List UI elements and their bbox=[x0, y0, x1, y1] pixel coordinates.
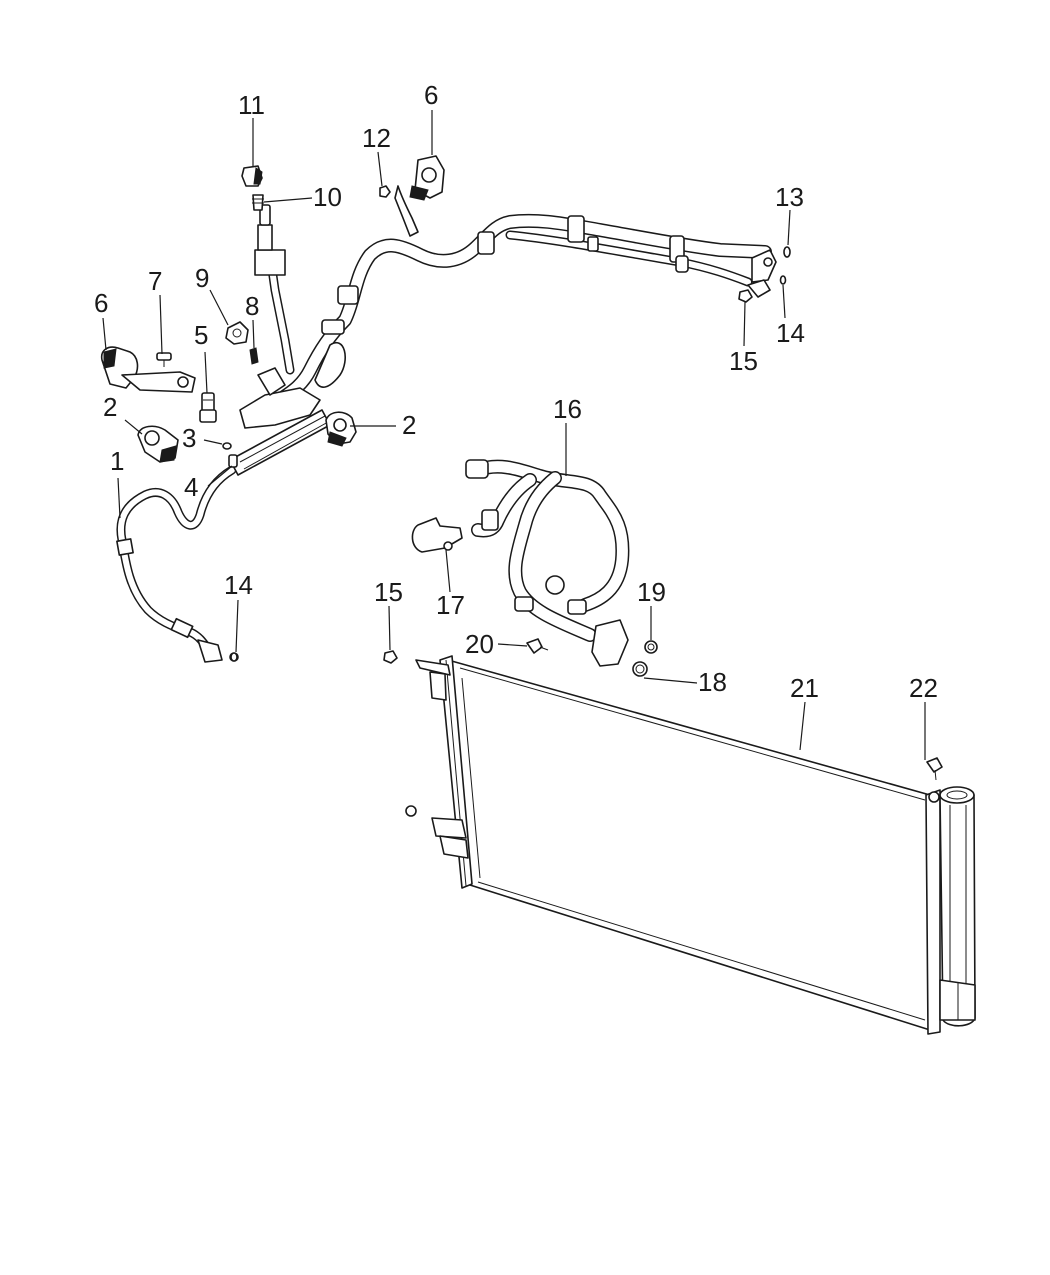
pressure-sensor-part-5 bbox=[199, 392, 217, 423]
callout-14-lower: 14 bbox=[224, 570, 253, 600]
leader-lines bbox=[102, 110, 926, 760]
nut-part-15-upper bbox=[738, 289, 753, 303]
callout-10: 10 bbox=[313, 182, 342, 212]
callout-5: 5 bbox=[194, 320, 208, 350]
callout-20: 20 bbox=[465, 629, 494, 659]
callout-15-upper: 15 bbox=[729, 346, 758, 376]
valve-core-part-8 bbox=[249, 347, 259, 365]
bolt-part-22 bbox=[926, 757, 943, 781]
callout-15-lower: 15 bbox=[374, 577, 403, 607]
callout-9: 9 bbox=[195, 263, 209, 293]
valve-part-4 bbox=[228, 454, 238, 468]
suction-line-assembly bbox=[229, 204, 777, 476]
bolt-part-20 bbox=[526, 638, 549, 654]
callout-3: 3 bbox=[182, 423, 196, 453]
callout-16: 16 bbox=[553, 394, 582, 424]
callout-2-right: 2 bbox=[402, 410, 416, 440]
condenser-part-21 bbox=[405, 655, 976, 1035]
liquid-line-part-1 bbox=[116, 465, 239, 663]
callout-8: 8 bbox=[245, 291, 259, 321]
callout-19: 19 bbox=[637, 577, 666, 607]
callout-1: 1 bbox=[110, 446, 124, 476]
callout-2-left: 2 bbox=[103, 392, 117, 422]
callout-14-upper: 14 bbox=[776, 318, 805, 348]
service-port-parts-10-11 bbox=[241, 165, 264, 211]
clip-part-2-right bbox=[325, 411, 357, 447]
nut-part-12 bbox=[379, 185, 391, 198]
callout-4: 4 bbox=[184, 472, 198, 502]
callout-17: 17 bbox=[436, 590, 465, 620]
o-ring-part-18 bbox=[632, 661, 648, 677]
callout-21: 21 bbox=[790, 673, 819, 703]
nut-part-9 bbox=[225, 321, 249, 345]
clip-part-6-upper bbox=[394, 155, 445, 237]
callout-18: 18 bbox=[698, 667, 727, 697]
callout-6-left: 6 bbox=[94, 288, 108, 318]
callout-13: 13 bbox=[775, 182, 804, 212]
o-ring-part-14-upper bbox=[779, 275, 787, 285]
callout-labels: 1 2 2 3 4 5 6 6 7 8 9 10 11 12 13 14 14 … bbox=[94, 80, 938, 703]
callout-11: 11 bbox=[238, 90, 265, 120]
callout-6-upper: 6 bbox=[424, 80, 438, 110]
callout-22: 22 bbox=[909, 673, 938, 703]
o-ring-part-13 bbox=[783, 246, 791, 258]
o-ring-part-3 bbox=[222, 442, 232, 450]
clip-part-2-left bbox=[137, 425, 179, 463]
discharge-hose-part-16 bbox=[411, 459, 630, 667]
nut-part-15-lower bbox=[383, 650, 398, 664]
callout-12: 12 bbox=[362, 123, 391, 153]
bolt-part-7 bbox=[156, 352, 172, 367]
o-ring-part-19 bbox=[644, 640, 658, 654]
clip-part-6-left bbox=[100, 346, 196, 393]
callout-7: 7 bbox=[148, 266, 162, 296]
o-ring-part-14-lower bbox=[230, 652, 238, 662]
